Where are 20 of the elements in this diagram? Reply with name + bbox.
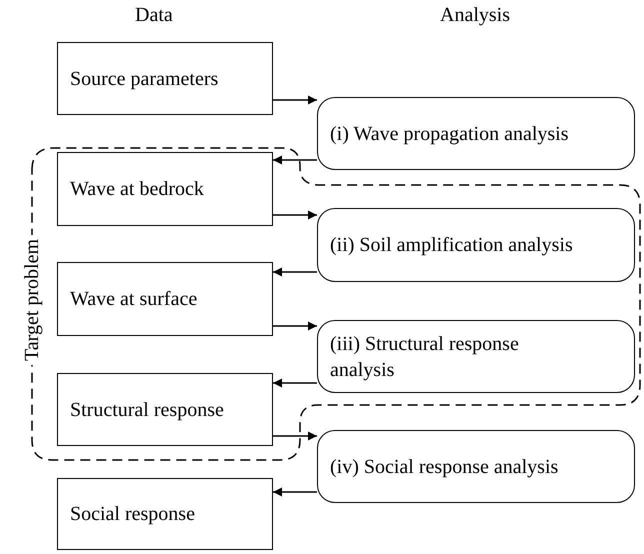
box-text: Wave at bedrock [70,177,205,202]
box-text: (iv) Social response analysis [330,454,560,480]
column-heading: Data [135,3,173,28]
arrow [273,156,317,164]
arrow [273,268,317,276]
box-text: Source parameters [70,66,220,92]
box-text: (ii) Soil amplification analysis [330,233,574,258]
arrow [273,210,317,220]
arrow [273,96,317,104]
region-label: Target problem [22,234,42,366]
column-heading: Analysis [440,3,510,28]
box-text: (i) Wave propagation analysis [330,122,570,146]
box-text: (iii) Structural response analysis [330,332,520,382]
arrow [273,378,317,388]
arrow [273,322,317,330]
box-text: Wave at surface [70,287,198,312]
box-text: Social response [70,502,196,527]
arrow [273,488,317,496]
arrow [273,432,317,440]
box-text: Structural response [70,398,225,422]
